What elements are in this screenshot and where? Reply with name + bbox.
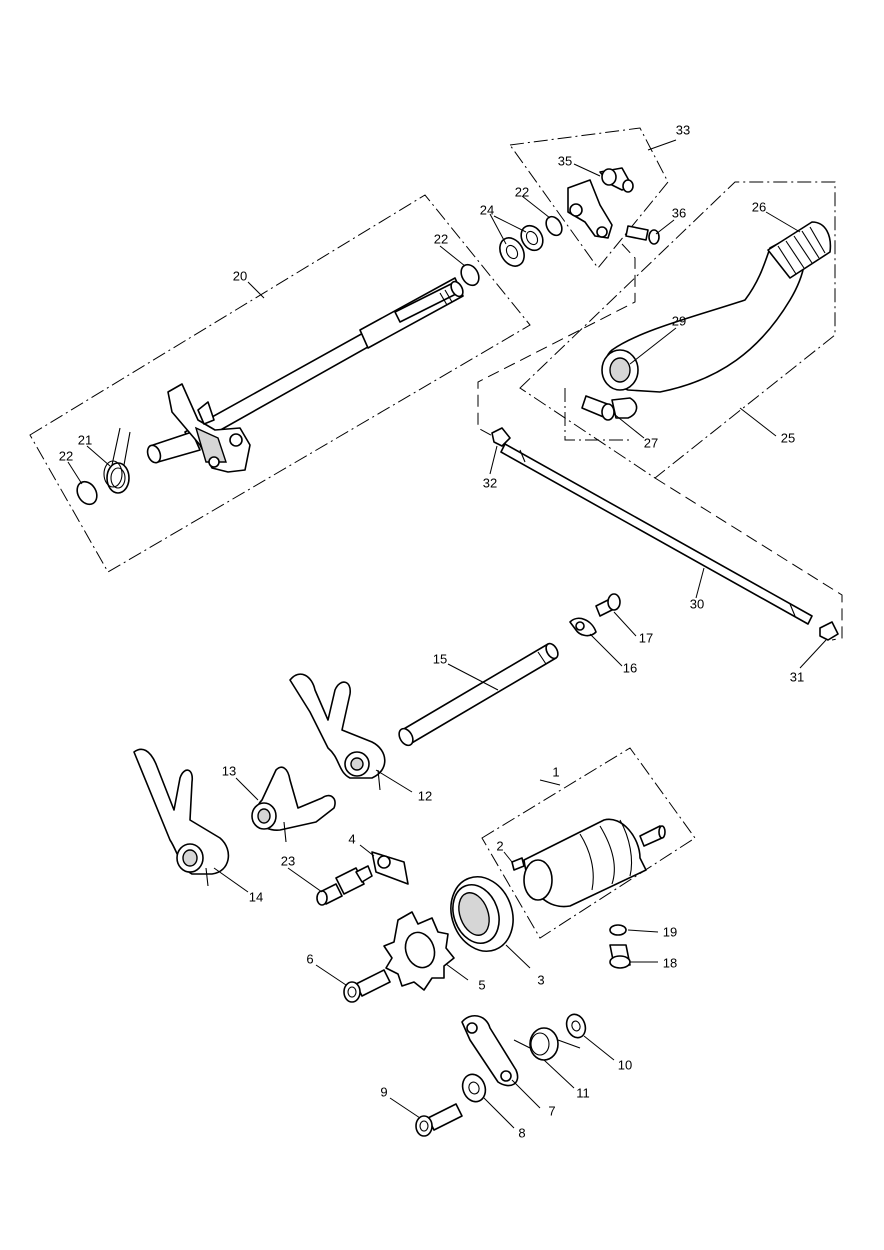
circlips [76, 215, 563, 506]
callout-3: 3 [537, 972, 544, 987]
callout-13: 13 [222, 763, 236, 778]
callout-21: 21 [78, 432, 92, 447]
selector-fork-12 [289, 673, 386, 791]
callout-22a: 22 [59, 448, 73, 463]
stopper-bolt [415, 1103, 463, 1137]
detent-plunger [316, 865, 373, 906]
callouts: 1 2 3 4 5 6 7 8 9 10 11 12 13 14 15 16 1… [59, 122, 804, 1140]
callout-15: 15 [433, 651, 447, 666]
collar-washer [461, 1073, 487, 1103]
callout-30: 30 [690, 596, 704, 611]
star-cam-bolt [343, 969, 391, 1003]
callout-11: 11 [576, 1085, 590, 1100]
callout-27: 27 [644, 435, 658, 450]
callout-24: 24 [480, 202, 494, 217]
callout-32: 32 [483, 475, 497, 490]
callout-19: 19 [663, 924, 677, 939]
leader-lines [67, 139, 827, 1129]
callout-7: 7 [548, 1103, 555, 1118]
stopper-washer [565, 1013, 587, 1039]
return-spring [103, 427, 131, 494]
group-25-outline [519, 181, 836, 479]
callout-35: 35 [558, 153, 572, 168]
group-1-outline [481, 747, 696, 939]
callout-5: 5 [478, 977, 485, 992]
callout-8: 8 [518, 1125, 525, 1140]
callout-22b: 22 [434, 231, 448, 246]
callout-26: 26 [752, 199, 766, 214]
callout-36: 36 [672, 205, 686, 220]
selector-fork-13 [251, 766, 336, 843]
group-33-connector [477, 243, 636, 441]
callout-29: 29 [672, 313, 686, 328]
gear-change-shaft [146, 277, 464, 473]
group-27-outline [564, 388, 630, 441]
callout-25: 25 [781, 430, 795, 445]
neutral-switch [609, 924, 631, 969]
lock-plate [569, 593, 621, 637]
gear-lever [581, 221, 832, 421]
selector-drum [511, 818, 666, 908]
callout-17: 17 [639, 630, 653, 645]
callout-18: 18 [663, 955, 677, 970]
callout-22c: 22 [515, 184, 529, 199]
linkage-arm [567, 167, 634, 239]
linkage-bolt [625, 225, 660, 245]
callout-6: 6 [306, 951, 313, 966]
selector-fork-rod [398, 642, 559, 747]
group-20-outline [29, 194, 531, 573]
callout-16: 16 [623, 660, 637, 675]
callout-9: 9 [380, 1084, 387, 1099]
callout-4: 4 [348, 831, 355, 846]
callout-1: 1 [552, 764, 559, 779]
star-cam [383, 911, 455, 991]
stopper-arm [461, 1015, 519, 1087]
callout-14: 14 [249, 889, 263, 904]
callout-12: 12 [418, 788, 432, 803]
callout-10: 10 [618, 1057, 632, 1072]
callout-33: 33 [676, 122, 690, 137]
callout-23: 23 [281, 853, 295, 868]
group-30-connector [654, 477, 843, 641]
callout-20: 20 [233, 268, 247, 283]
selector-fork-14 [133, 748, 230, 887]
callout-2: 2 [496, 838, 503, 853]
bearing [450, 876, 514, 952]
washers [499, 224, 544, 267]
callout-31: 31 [790, 669, 804, 684]
detent-plate [371, 851, 409, 885]
linkage-rod [491, 427, 839, 641]
group-outlines [29, 127, 843, 939]
